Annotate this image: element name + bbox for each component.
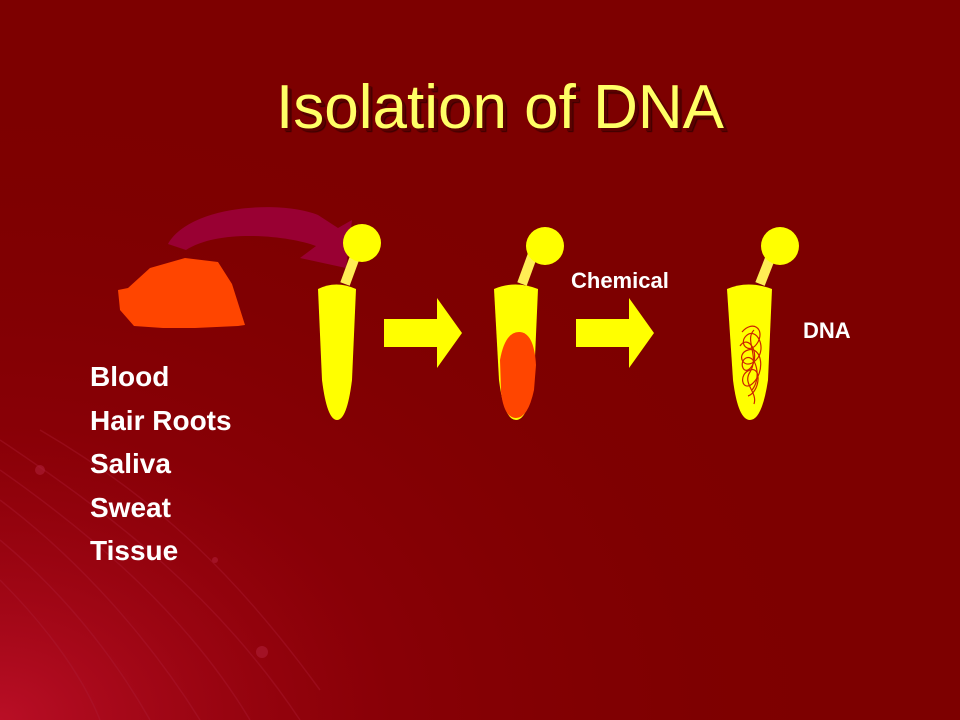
- sample-in-tube: [500, 332, 536, 418]
- test-tube-icon: [727, 227, 799, 420]
- source-item: Blood: [90, 361, 170, 392]
- source-item: Tissue: [90, 535, 179, 566]
- sample-blob-icon: [118, 258, 245, 328]
- source-item: Saliva: [90, 448, 171, 479]
- test-tube-icon: [494, 227, 564, 420]
- test-tube-icon: [318, 224, 381, 420]
- source-item: Hair Roots: [90, 404, 232, 436]
- slide-title: Isolation of DNA: [276, 73, 724, 142]
- curved-arrow-icon: [168, 207, 352, 268]
- right-arrow-icon: [576, 298, 654, 368]
- sample-sources-list: Blood Hair Roots Saliva Sweat Tissue: [90, 355, 232, 573]
- chemical-label: Chemical: [571, 268, 669, 293]
- dna-label: DNA: [803, 318, 851, 343]
- right-arrow-icon: [384, 298, 462, 368]
- dna-strand-icon: [739, 325, 762, 405]
- source-item: Sweat: [90, 491, 171, 523]
